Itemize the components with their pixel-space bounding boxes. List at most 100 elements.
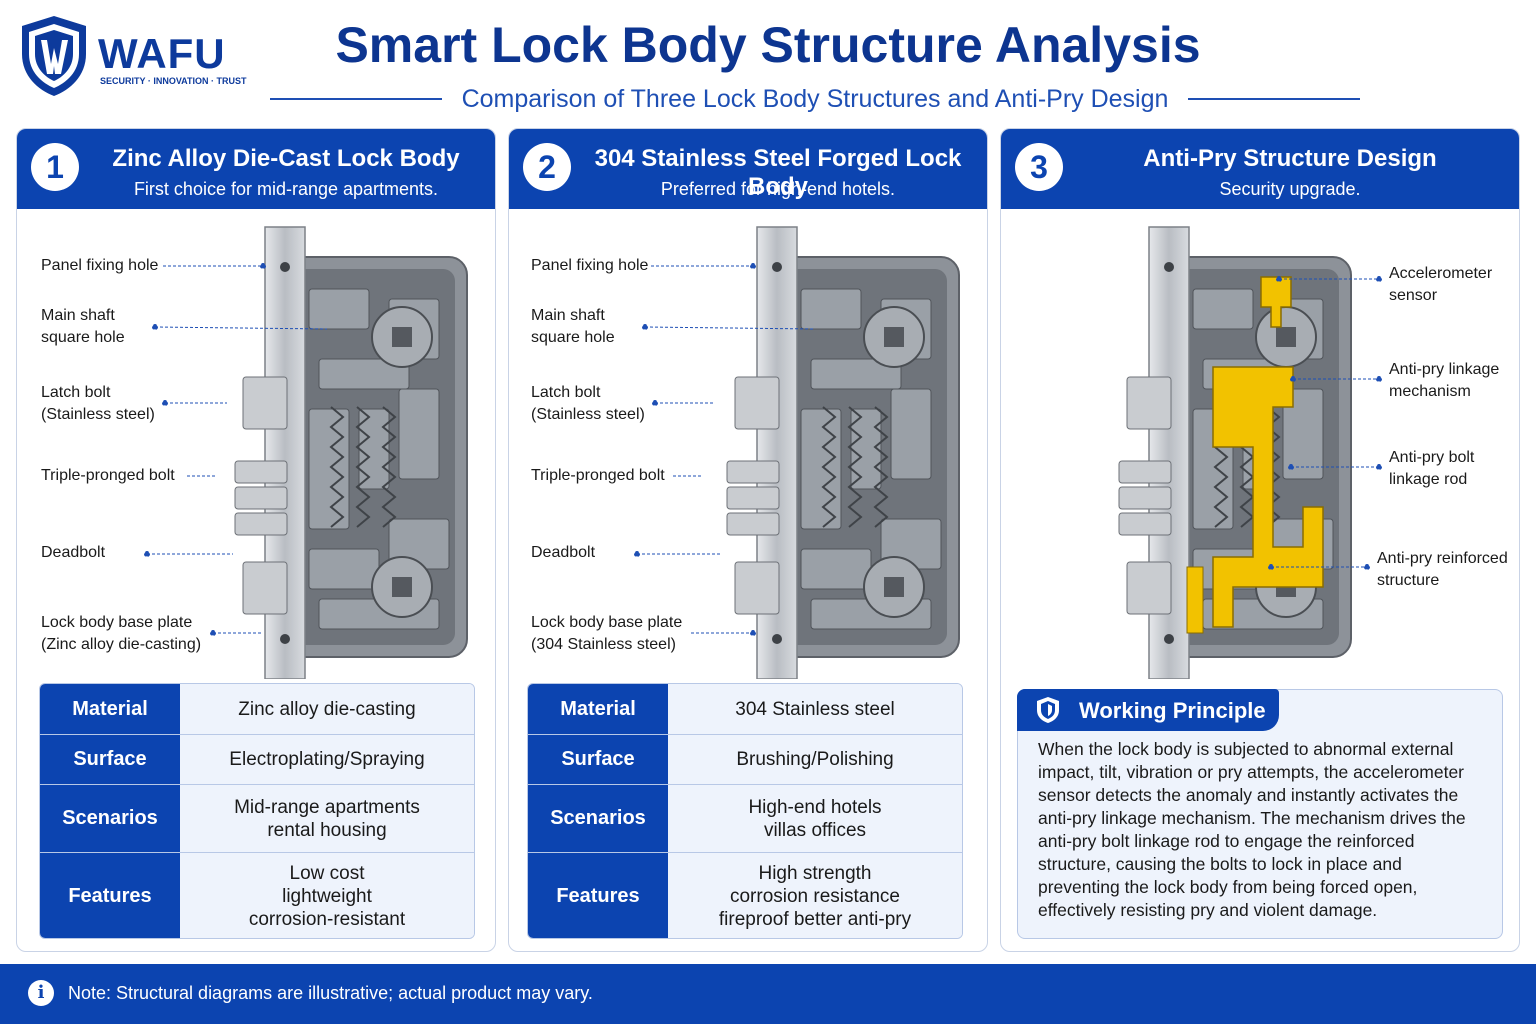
panel-title: 304 Stainless Steel Forged Lock Body bbox=[594, 145, 962, 200]
screw-hole bbox=[1164, 634, 1174, 644]
square-hole bbox=[884, 327, 904, 347]
panel-subtitle: Security upgrade. bbox=[1219, 179, 1361, 199]
accelerometer-sensor bbox=[1260, 276, 1292, 328]
spring bbox=[821, 406, 837, 528]
lock-body-illustration bbox=[1118, 226, 1352, 679]
label-panel-fixing-hole: Panel fixing hole bbox=[531, 257, 649, 274]
internal-part bbox=[308, 408, 350, 530]
callout-lines bbox=[634, 263, 816, 636]
panel-subtitle: Preferred for high-end hotels. bbox=[660, 179, 896, 199]
triple-bolt bbox=[234, 512, 288, 536]
panel-zinc-alloy: 1 Zinc Alloy Die-Cast Lock Body First ch… bbox=[16, 128, 496, 952]
internal-part bbox=[1192, 288, 1254, 330]
triple-bolt bbox=[726, 486, 780, 510]
label-deadbolt: Deadbolt bbox=[41, 544, 106, 561]
divider-right bbox=[1188, 98, 1361, 100]
spring bbox=[873, 406, 889, 528]
triple-bolt bbox=[1118, 486, 1172, 510]
deadbolt bbox=[242, 561, 288, 615]
working-principle-box: Working Principle When the lock body is … bbox=[1017, 689, 1503, 939]
working-principle-text: When the lock body is subjected to abnor… bbox=[1038, 739, 1466, 920]
square-hole bbox=[392, 577, 412, 597]
deadbolt bbox=[734, 561, 780, 615]
internal-part bbox=[890, 388, 932, 480]
deadbolt bbox=[1126, 561, 1172, 615]
internal-part bbox=[800, 408, 842, 530]
square-hole bbox=[1276, 327, 1296, 347]
panel-header: 1 Zinc Alloy Die-Cast Lock Body First ch… bbox=[17, 129, 495, 209]
internal-part bbox=[800, 288, 862, 330]
divider-left bbox=[270, 98, 442, 100]
panel-subtitle: First choice for mid-range apartments. bbox=[133, 179, 439, 199]
working-principle-title: Working Principle bbox=[1079, 698, 1266, 723]
latch-bolt bbox=[242, 376, 288, 430]
internal-part bbox=[318, 358, 410, 390]
screw-hole bbox=[772, 634, 782, 644]
square-hole bbox=[884, 577, 904, 597]
subtitle-row: Comparison of Three Lock Body Structures… bbox=[270, 82, 1361, 116]
footer-bar: i Note: Structural diagrams are illustra… bbox=[0, 964, 1536, 1024]
label-base-plate: Lock body base plate(Zinc alloy die-cast… bbox=[41, 614, 202, 653]
label-latch-bolt: Latch bolt(Stainless steel) bbox=[531, 384, 645, 423]
internal-part bbox=[810, 358, 902, 390]
label-deadbolt: Deadbolt bbox=[531, 544, 596, 561]
screw-hole bbox=[1164, 262, 1174, 272]
internal-part bbox=[308, 288, 370, 330]
anti-pry-reinforcement bbox=[1186, 566, 1204, 634]
panel-title: Anti-Pry Structure Design bbox=[1143, 145, 1437, 172]
spring bbox=[329, 406, 345, 528]
working-principle-header: Working Principle bbox=[1017, 689, 1279, 731]
panel-anti-pry: 3 Anti-Pry Structure Design Security upg… bbox=[1000, 128, 1520, 952]
label-triple-bolt: Triple-pronged bolt bbox=[41, 467, 175, 484]
callout-lines bbox=[1268, 276, 1382, 570]
triple-bolt bbox=[1118, 460, 1172, 484]
brand-logo: WAFU SECURITY · INNOVATION · TRUST bbox=[18, 14, 247, 104]
info-icon: i bbox=[28, 980, 54, 1006]
panel-header: 2 304 Stainless Steel Forged Lock Body P… bbox=[509, 129, 987, 209]
triple-bolt bbox=[726, 460, 780, 484]
spring bbox=[847, 406, 863, 528]
screw-hole bbox=[772, 262, 782, 272]
triple-bolt bbox=[234, 460, 288, 484]
spring bbox=[355, 406, 371, 528]
screw-hole bbox=[280, 634, 290, 644]
brand-name: WAFU bbox=[98, 30, 226, 77]
triple-bolt bbox=[234, 486, 288, 510]
label-base-plate: Lock body base plate(304 Stainless steel… bbox=[531, 614, 683, 653]
spring bbox=[381, 406, 397, 528]
panel-number: 3 bbox=[1015, 143, 1063, 191]
lock-body-illustration bbox=[726, 226, 960, 679]
page-subtitle: Comparison of Three Lock Body Structures… bbox=[461, 84, 1169, 113]
square-hole bbox=[392, 327, 412, 347]
triple-bolt bbox=[1118, 512, 1172, 536]
panel-stainless-steel: 2 304 Stainless Steel Forged Lock Body P… bbox=[508, 128, 988, 952]
shield-icon bbox=[1037, 697, 1059, 723]
panel-number: 2 bbox=[523, 143, 571, 191]
internal-part bbox=[1282, 388, 1324, 480]
footer-note: Note: Structural diagrams are illustrati… bbox=[68, 983, 593, 1003]
panel-header: 3 Anti-Pry Structure Design Security upg… bbox=[1001, 129, 1519, 209]
label-panel-fixing-hole: Panel fixing hole bbox=[41, 257, 159, 274]
label-triple-bolt: Triple-pronged bolt bbox=[531, 467, 665, 484]
lock-body-illustration bbox=[234, 226, 468, 679]
latch-bolt bbox=[1126, 376, 1172, 430]
shield-logo-icon bbox=[22, 16, 86, 96]
panel-number: 1 bbox=[31, 143, 79, 191]
